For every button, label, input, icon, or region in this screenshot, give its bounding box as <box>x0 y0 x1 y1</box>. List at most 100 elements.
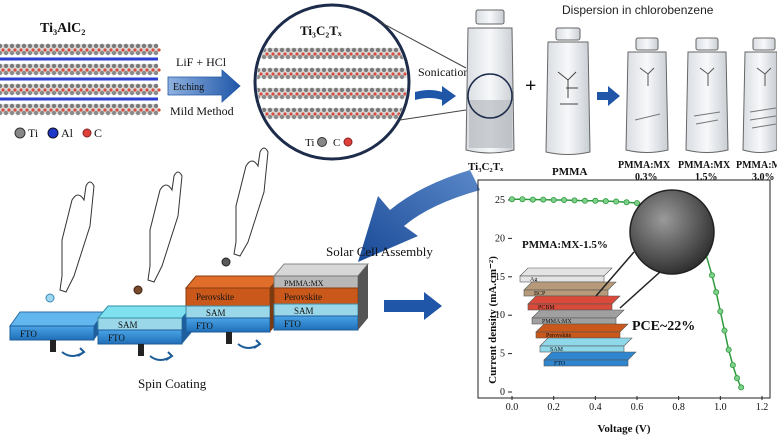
c-atom-icon <box>82 128 92 138</box>
device-layer: SAM <box>539 337 633 353</box>
stack4-perovskite-label: Perovskite <box>284 292 322 302</box>
jv-data-point <box>550 196 557 203</box>
vial2-label-a: PMMA:MX <box>678 160 731 171</box>
jv-data-point <box>592 197 599 204</box>
vial1-label-a: PMMA:MX <box>618 160 671 171</box>
etching-arrow-icon <box>167 69 241 103</box>
jv-data-point <box>613 198 620 205</box>
stack2-sam-label: SAM <box>118 320 138 330</box>
device-layer: FTO <box>543 351 637 367</box>
device-layer: PCBM <box>527 295 621 311</box>
legend-c-label: C <box>94 126 102 140</box>
device-layer: Ag <box>519 267 613 283</box>
jv-data-point <box>738 384 745 391</box>
vial1-label-b: 0.3% <box>635 172 658 183</box>
pmma-label: PMMA <box>552 166 587 178</box>
ti-atom-icon <box>14 127 26 139</box>
legend-al-label: Al <box>61 126 74 140</box>
sem-image <box>629 189 715 275</box>
x-axis-label: Voltage (V) <box>597 423 650 435</box>
jv-data-point <box>729 362 736 369</box>
stack4-fto-label: FTO <box>284 319 301 329</box>
jv-data-point <box>725 346 732 353</box>
jv-data-point <box>571 197 578 204</box>
svg-text:BCP: BCP <box>534 291 546 297</box>
stack1-fto-label: FTO <box>20 329 37 339</box>
reagent-label: LiF + HCl <box>176 55 227 69</box>
legend2-c-label: C <box>333 137 340 149</box>
svg-text:PMMA:MX: PMMA:MX <box>542 319 572 325</box>
svg-text:Ag: Ag <box>530 277 537 283</box>
vial-3p0: PMMA:M 3.0% <box>736 37 777 183</box>
mild-method-label: Mild Method <box>170 104 234 118</box>
device-layer: BCP <box>523 281 617 297</box>
dispersion-label: Dispersion in chlorobenzene <box>562 3 714 17</box>
svg-text:PCBM: PCBM <box>538 305 555 311</box>
y-tick-label: 20 <box>495 233 505 244</box>
jv-data-point <box>540 196 547 203</box>
jv-data-point <box>713 289 720 296</box>
plus-sign: + <box>525 75 536 97</box>
x-tick-label: 0.4 <box>589 402 602 413</box>
y-tick-label: 15 <box>495 272 505 283</box>
to-device-arrow-icon <box>384 292 442 320</box>
etching-step: LiF + HCl Etching Mild Method <box>167 55 241 118</box>
bottle-label: Ti₃C₂Tₓ <box>468 161 504 173</box>
jv-data-point <box>561 196 568 203</box>
vial-0p3: PMMA:MX 0.3% <box>618 37 671 183</box>
assembly-arrow-icon <box>358 170 480 262</box>
svg-text:SAM: SAM <box>550 347 564 353</box>
stack3-fto-label: FTO <box>196 321 213 331</box>
ti3alc2-label: Ti₃AlC₂ <box>40 21 85 36</box>
vial-1p5: PMMA:MX 1.5% <box>678 37 731 183</box>
y-tick-label: 10 <box>495 310 505 321</box>
jv-data-point <box>623 199 630 206</box>
x-tick-label: 0.6 <box>631 402 644 413</box>
jv-data-point <box>734 375 741 382</box>
plot-frame <box>477 179 771 399</box>
sonication-arrow-icon <box>415 86 456 106</box>
svg-text:FTO: FTO <box>554 361 566 367</box>
jv-data-point <box>602 198 609 205</box>
legend2-ti-label: Ti <box>305 137 314 149</box>
stack-pmma-mx: PMMA:MX Perovskite SAM FTO <box>272 263 370 331</box>
legend-ti-label: Ti <box>28 126 39 140</box>
y-tick-label: 0 <box>500 387 505 398</box>
stack4-pmma-label: PMMA:MX <box>284 279 324 288</box>
spin-coating-label: Spin Coating <box>138 376 207 391</box>
y-tick-label: 25 <box>495 195 505 206</box>
stack-sam: SAM FTO <box>96 171 194 361</box>
x-tick-label: 1.2 <box>756 402 769 413</box>
solar-cell-assembly-label: Solar Cell Assembly <box>326 244 433 259</box>
x-tick-label: 1.0 <box>714 402 727 413</box>
vial3-label-a: PMMA:M <box>736 160 777 171</box>
x-tick-label: 0.0 <box>506 402 519 413</box>
c-atom-icon-2 <box>343 137 353 147</box>
ti3alc2-structure: Ti₃AlC₂ Ti Al C <box>0 21 161 140</box>
stack2-fto-label: FTO <box>108 333 125 343</box>
y-axis-label: Current density (mA.cm⁻²) <box>487 256 499 384</box>
vial2-label-b: 1.5% <box>695 172 718 183</box>
stack4-sam-label: SAM <box>294 306 314 316</box>
device-layer: PMMA:MX <box>531 309 625 325</box>
jv-data-point <box>519 196 526 203</box>
stack3-sam-label: SAM <box>206 308 226 318</box>
inset-label: PMMA:MX-1.5% <box>522 239 608 251</box>
mixing-arrow-icon <box>597 86 620 106</box>
x-tick-label: 0.2 <box>547 402 560 413</box>
etching-label: Etching <box>173 82 204 93</box>
y-tick-label: 5 <box>500 349 505 360</box>
vial3-label-b: 3.0% <box>752 172 775 183</box>
mxene-magnified-view: Ti₃C₂Tₓ Ti C <box>253 3 467 161</box>
jv-data-point <box>634 200 641 207</box>
al-atom-icon <box>47 127 59 139</box>
jv-data-point <box>709 272 716 279</box>
jv-data-point <box>717 308 724 315</box>
jv-data-point <box>721 327 728 334</box>
stack3-perovskite-label: Perovskite <box>196 292 234 302</box>
svg-text:Perovskite: Perovskite <box>546 333 572 339</box>
